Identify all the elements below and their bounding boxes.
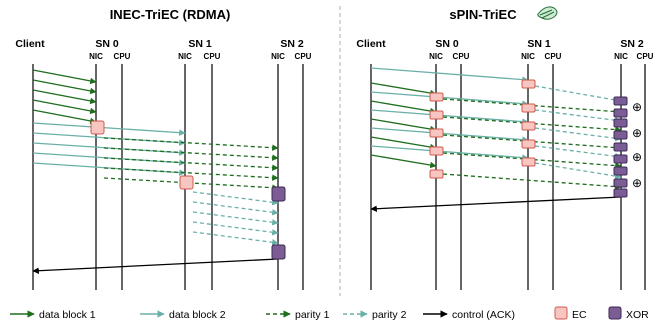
sn2-cpu-label: CPU xyxy=(637,52,654,61)
legend: data block 1 data block 2 parity 1 parit… xyxy=(10,306,649,321)
xor-box xyxy=(271,244,286,260)
ec-box xyxy=(90,120,105,135)
sn1-nic-label: NIC xyxy=(521,52,535,61)
ec-box xyxy=(521,121,536,131)
ec-box xyxy=(521,103,536,113)
xor-box xyxy=(613,188,628,198)
left-data-block-2-arrows xyxy=(32,122,186,176)
right-parity-1-arrows xyxy=(442,98,622,190)
right-data-block-2-arrows xyxy=(370,67,529,161)
xor-box xyxy=(271,186,286,202)
sn2-nic-label: NIC xyxy=(271,52,285,61)
lane-sn0: SN 0 xyxy=(95,38,119,50)
xor-symbol: ⊕ xyxy=(632,126,642,140)
ec-box xyxy=(521,79,536,89)
lane-sn0: SN 0 xyxy=(435,38,459,50)
legend-ec-label: EC xyxy=(572,309,587,321)
legend-xor-swatch xyxy=(608,306,622,320)
sn1-cpu-label: CPU xyxy=(204,52,221,61)
legend-parity-2-label: parity 2 xyxy=(372,309,407,321)
ec-box xyxy=(429,92,444,102)
legend-ec-swatch xyxy=(554,306,568,320)
ec-box xyxy=(179,175,194,190)
xor-box xyxy=(613,108,628,118)
sn0-nic-label: NIC xyxy=(89,52,103,61)
ec-box xyxy=(429,128,444,138)
left-lane-headers: Client SN 0 SN 1 SN 2 NIC CPU NIC CPU NI… xyxy=(15,38,311,61)
sn2-cpu-label: CPU xyxy=(295,52,312,61)
legend-data-block-2-label: data block 2 xyxy=(169,309,226,321)
xor-box xyxy=(613,130,628,140)
sn0-nic-label: NIC xyxy=(429,52,443,61)
left-data-block-1-arrows xyxy=(32,69,97,125)
ec-box xyxy=(429,110,444,120)
left-control-ack-arrow xyxy=(32,258,279,274)
lane-sn1: SN 1 xyxy=(188,38,212,50)
lane-client: Client xyxy=(356,38,386,50)
xor-box xyxy=(613,178,628,188)
right-panel-title: sPIN-TriEC xyxy=(449,7,517,22)
legend-xor-label: XOR xyxy=(626,309,649,321)
legend-parity-1-label: parity 1 xyxy=(295,309,330,321)
xor-symbol: ⊕ xyxy=(632,176,642,190)
xor-box xyxy=(613,118,628,128)
spin-logo-icon xyxy=(537,6,558,20)
lane-client: Client xyxy=(15,38,45,50)
xor-operator-symbols: ⊕ ⊕ ⊕ ⊕ xyxy=(632,100,642,190)
sn2-nic-label: NIC xyxy=(614,52,628,61)
xor-box xyxy=(613,154,628,164)
sn1-cpu-label: CPU xyxy=(545,52,562,61)
right-data-block-1-arrows xyxy=(370,82,437,169)
right-xor-boxes xyxy=(613,96,628,198)
right-parity-2-arrows xyxy=(534,85,622,180)
lane-sn2: SN 2 xyxy=(620,38,644,50)
xor-box xyxy=(613,166,628,176)
legend-data-block-1-label: data block 1 xyxy=(39,309,96,321)
xor-symbol: ⊕ xyxy=(632,100,642,114)
xor-box xyxy=(613,96,628,106)
sn1-nic-label: NIC xyxy=(178,52,192,61)
sn0-cpu-label: CPU xyxy=(114,52,131,61)
left-panel-title: INEC-TriEC (RDMA) xyxy=(110,7,231,22)
left-parity-2-arrows xyxy=(192,191,279,246)
right-ec-boxes xyxy=(429,79,536,179)
ec-box xyxy=(429,169,444,179)
legend-control-label: control (ACK) xyxy=(452,309,515,321)
timelines xyxy=(32,64,646,290)
right-lane-headers: Client SN 0 SN 1 SN 2 NIC CPU NIC CPU NI… xyxy=(356,38,653,61)
lane-sn1: SN 1 xyxy=(527,38,551,50)
lane-sn2: SN 2 xyxy=(280,38,304,50)
right-control-ack-arrow xyxy=(370,196,622,212)
sn0-cpu-label: CPU xyxy=(453,52,470,61)
xor-symbol: ⊕ xyxy=(632,150,642,164)
ec-box xyxy=(429,146,444,156)
ec-box xyxy=(521,157,536,167)
ec-box xyxy=(521,139,536,149)
xor-box xyxy=(613,142,628,152)
